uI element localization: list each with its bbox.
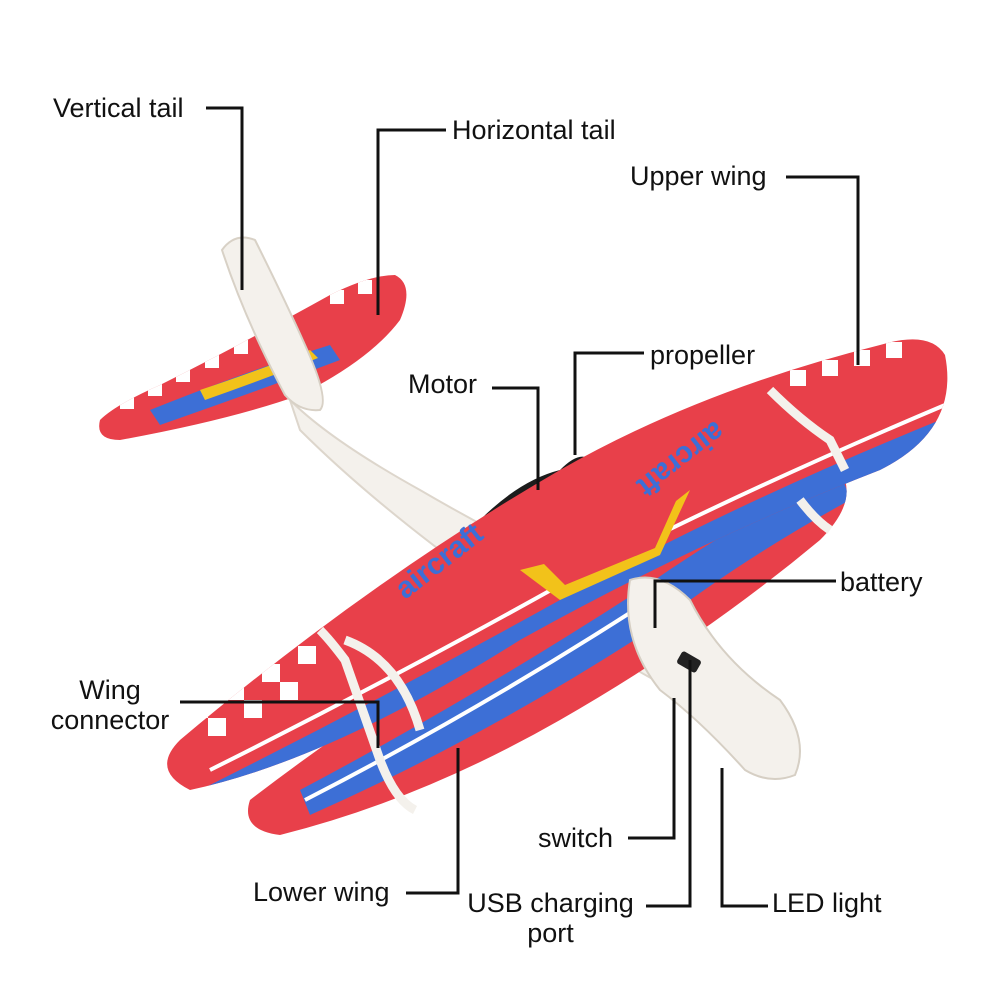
label-battery: battery xyxy=(840,567,923,597)
leader-usb-port xyxy=(646,660,692,908)
leader-wing-connector xyxy=(180,700,380,748)
label-usb-line1: USB charging xyxy=(467,888,634,918)
leader-battery xyxy=(653,579,836,628)
leader-lower-wing xyxy=(406,748,460,895)
label-led-light: LED light xyxy=(772,888,882,918)
leader-propeller xyxy=(573,351,644,455)
label-usb-charging-port: USB charging port xyxy=(458,888,643,948)
label-horizontal-tail: Horizontal tail xyxy=(452,115,616,145)
label-lower-wing: Lower wing xyxy=(253,877,390,907)
label-usb-line2: port xyxy=(527,918,574,948)
leader-motor xyxy=(492,386,540,490)
leader-switch xyxy=(628,698,676,840)
label-upper-wing: Upper wing xyxy=(630,161,767,191)
leader-lines xyxy=(180,106,860,908)
label-wing-connector-line1: Wing xyxy=(79,675,141,705)
leader-vertical-tail xyxy=(206,106,244,290)
leader-led-light xyxy=(720,768,768,908)
leader-upper-wing xyxy=(786,175,860,365)
label-motor: Motor xyxy=(408,369,478,399)
wing-connectors xyxy=(316,386,850,815)
leader-horizontal-tail xyxy=(376,128,446,315)
label-vertical-tail: Vertical tail xyxy=(53,93,184,123)
label-wing-connector: Wing connector xyxy=(40,675,180,735)
label-propeller: propeller xyxy=(650,340,756,370)
vertical-tail xyxy=(220,236,324,412)
lower-wing xyxy=(248,462,847,835)
label-switch: switch xyxy=(538,823,614,853)
label-wing-connector-line2: connector xyxy=(50,705,170,735)
